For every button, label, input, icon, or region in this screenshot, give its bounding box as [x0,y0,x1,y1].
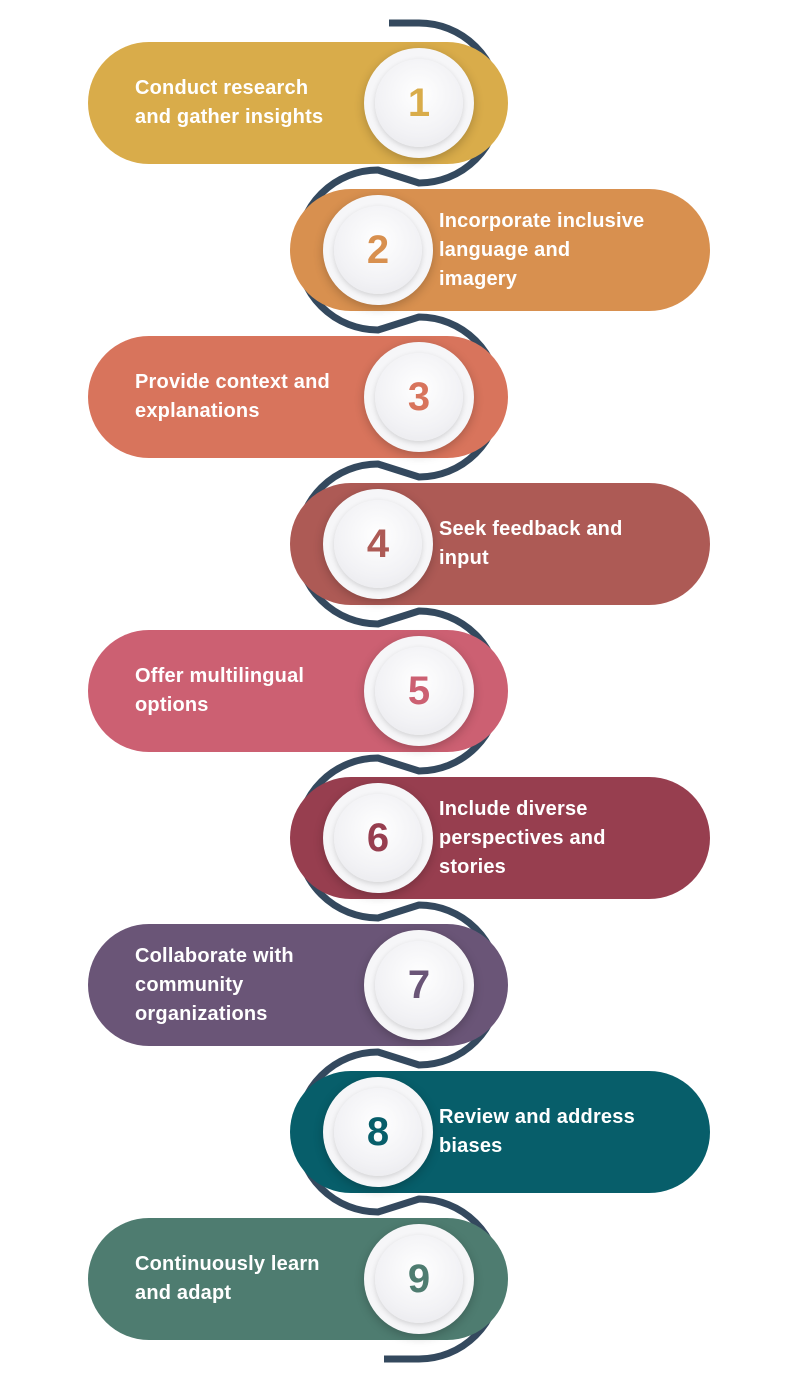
step-number-disc: 2 [323,195,433,305]
step-number: 9 [375,1235,463,1323]
step-label-line: imagery [439,267,518,290]
step-7: Collaborate with community organizations 7 [88,924,508,1046]
step-label: Review and address biases [439,1071,689,1193]
step-label-line: Include diverse [439,797,588,820]
step-2: Incorporate inclusive language and imagery… [290,189,710,311]
step-8: Review and address biases 8 [290,1071,710,1193]
step-label: Provide context and explanations [135,336,365,458]
step-6: Include diverse perspectives and stories 6 [290,777,710,899]
step-number: 2 [334,206,422,294]
step-label-line: Provide context and [135,371,330,393]
step-9: Continuously learn and adapt 9 [88,1218,508,1340]
step-label: Collaborate with community organizations [135,924,365,1046]
step-label: Continuously learn and adapt [135,1218,365,1340]
step-number-disc: 8 [323,1077,433,1187]
step-number-disc: 7 [364,930,474,1040]
step-label-line: Offer multilingual [135,665,305,687]
step-number: 6 [334,794,422,882]
step-label: Offer multilingual options [135,630,365,752]
step-label-line: stories [439,855,506,878]
step-3: Provide context and explanations 3 [88,336,508,458]
step-label-line: Continuously learn [135,1253,320,1275]
step-number: 1 [375,59,463,147]
step-label-line: options [135,694,209,716]
step-label: Incorporate inclusive language and imagery [439,189,689,311]
step-4: Seek feedback and input 4 [290,483,710,605]
step-5: Offer multilingual options 5 [88,630,508,752]
step-label-line: input [439,547,489,569]
step-label-line: biases [439,1135,503,1157]
step-label: Include diverse perspectives and stories [439,777,689,899]
step-number-disc: 3 [364,342,474,452]
step-label-line: Incorporate inclusive [439,209,645,232]
step-number-disc: 6 [323,783,433,893]
step-number: 8 [334,1088,422,1176]
step-label: Conduct research and gather insights [135,42,365,164]
step-label-line: and gather insights [135,106,324,128]
step-label-line: Conduct research [135,77,309,99]
step-label-line: Collaborate with [135,944,294,967]
step-label-line: community [135,973,244,996]
step-number: 4 [334,500,422,588]
step-number-disc: 4 [323,489,433,599]
step-number-disc: 1 [364,48,474,158]
step-number: 3 [375,353,463,441]
step-1: Conduct research and gather insights 1 [88,42,508,164]
step-label-line: language and [439,238,571,261]
step-number-disc: 9 [364,1224,474,1334]
step-label: Seek feedback and input [439,483,689,605]
step-number: 7 [375,941,463,1029]
step-label-line: Seek feedback and [439,518,623,540]
step-label-line: Review and address [439,1106,635,1128]
step-label-line: explanations [135,400,260,422]
step-number-disc: 5 [364,636,474,746]
step-label-line: organizations [135,1002,268,1025]
step-label-line: perspectives and [439,826,606,849]
step-number: 5 [375,647,463,735]
step-label-line: and adapt [135,1282,232,1304]
